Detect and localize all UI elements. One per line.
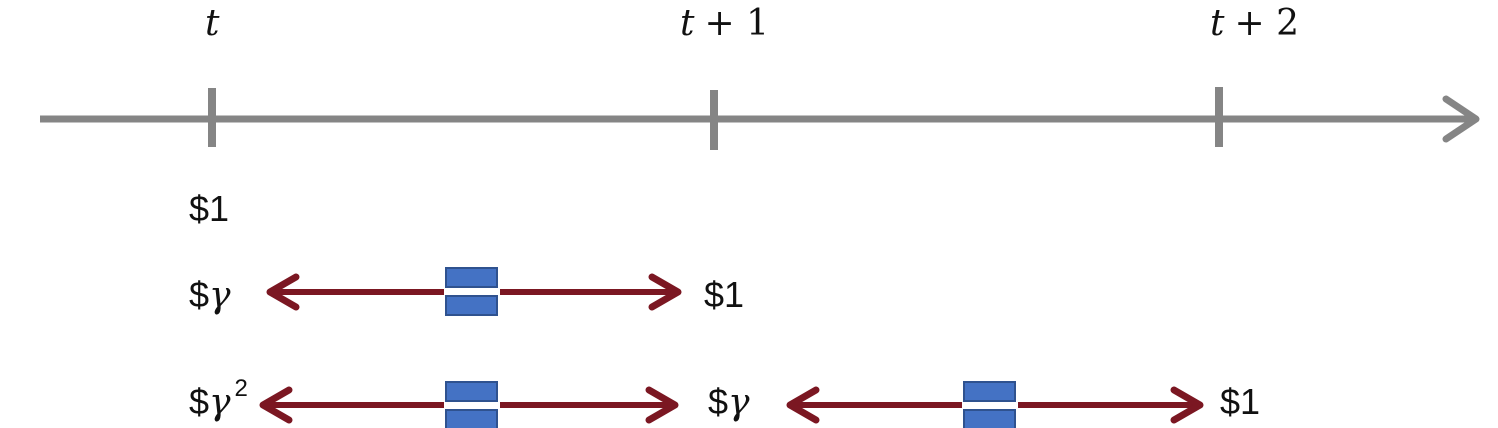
row1-value: $1	[189, 188, 229, 229]
label-t-plus-1-var: t	[680, 3, 695, 44]
row2-equals-top-bar	[445, 267, 498, 288]
row3-equals1-bottom-bar	[445, 409, 498, 428]
row3-arrow1-left-head	[259, 386, 293, 424]
row2-left-value: $γ	[189, 274, 231, 316]
row-1: $1	[189, 188, 229, 229]
row2-arrow-left-head	[266, 273, 300, 311]
row3-double-arrow-2	[786, 386, 1204, 424]
row3-equals-sign-1	[445, 381, 498, 428]
row3-arrow2-right-head	[1170, 386, 1204, 424]
label-t-plus-2-op: + 2	[1234, 3, 1299, 44]
row3-equals2-top-bar	[963, 381, 1016, 402]
row2-double-arrow	[266, 273, 682, 311]
label-t-plus-1: t+ 1	[680, 3, 769, 44]
row2-equals-bottom-bar	[445, 295, 498, 316]
label-t-plus-2-var: t	[1210, 3, 1225, 44]
row3-arrow1-right-head	[645, 386, 679, 424]
row-2: $γ $1	[189, 267, 744, 316]
row2-equals-sign	[445, 267, 498, 316]
row3-mid-value: $γ	[708, 381, 750, 423]
label-t-plus-1-op: + 1	[704, 3, 769, 44]
row3-equals-sign-2	[963, 381, 1016, 428]
axis-arrowhead	[1442, 95, 1480, 143]
row2-right-value: $1	[704, 274, 744, 315]
row3-equals1-top-bar	[445, 381, 498, 402]
label-t-plus-2: t+ 2	[1210, 3, 1299, 44]
row3-right-value: $1	[1220, 381, 1260, 422]
time-labels: t t+ 1 t+ 2	[205, 3, 1299, 44]
row3-equals2-bottom-bar	[963, 409, 1016, 428]
row2-arrow-right-head	[648, 273, 682, 311]
row3-double-arrow-1	[259, 386, 679, 424]
label-t: t	[205, 3, 220, 44]
row3-arrow2-left-head	[786, 386, 820, 424]
timeline-axis	[40, 87, 1480, 150]
